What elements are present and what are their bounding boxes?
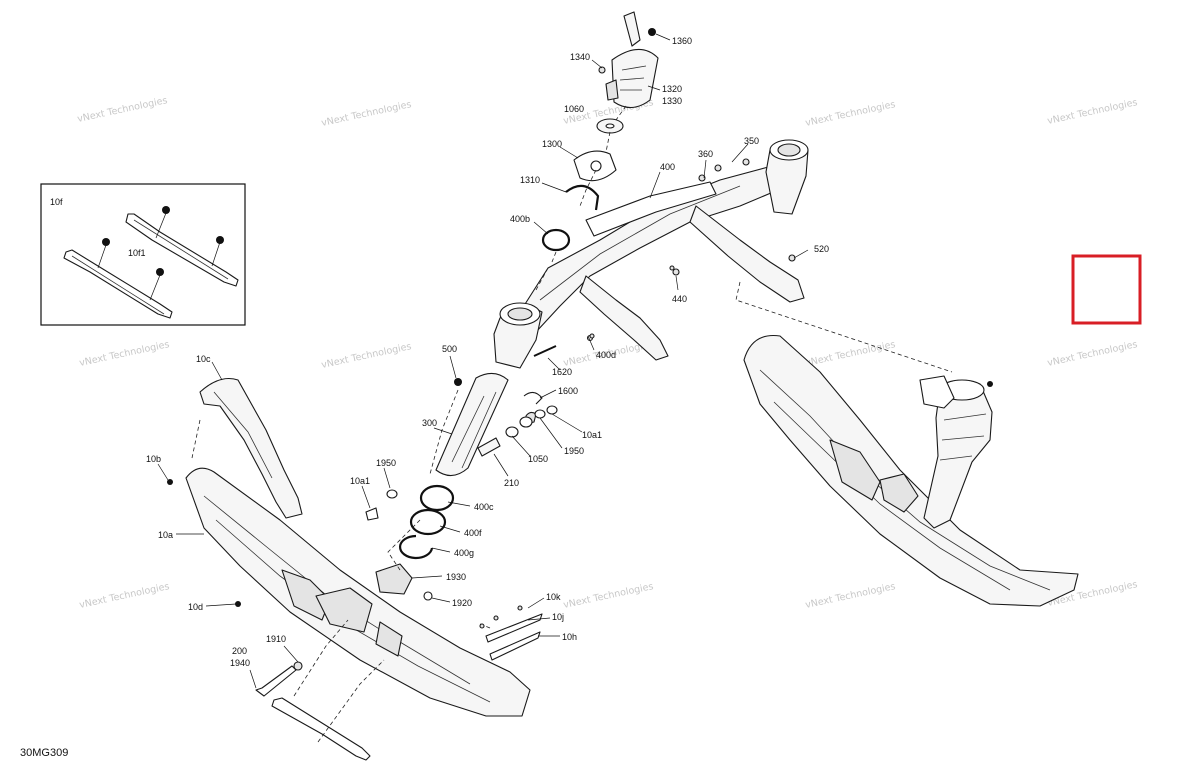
bolt-icon [167, 479, 173, 485]
callout-1330: 1330 [662, 96, 682, 106]
watermark: vNext Technologies [562, 581, 654, 611]
nut-icon [648, 28, 656, 36]
callout-10k: 10k [546, 592, 561, 602]
clamp-ring [565, 184, 600, 211]
callout-10h: 10h [562, 632, 577, 642]
inset-runner-detail: 10f 10f1 [40, 183, 246, 326]
callout-1950-right: 1950 [564, 446, 584, 456]
watermark: vNext Technologies [1046, 339, 1138, 369]
callout-1910: 1910 [266, 634, 286, 644]
callout-300: 300 [422, 418, 437, 428]
callout-10a: 10a [158, 530, 173, 540]
nut-icon [216, 236, 224, 244]
watermark: vNext Technologies [804, 99, 896, 129]
watermark: vNext Technologies [78, 581, 170, 611]
spindle-tube [435, 372, 509, 477]
watermark: vNext Technologies [1046, 97, 1138, 127]
bolt-1910-200 [255, 665, 297, 697]
watermark: vNext Technologies [320, 99, 412, 129]
callout-10a1-top: 10a1 [582, 430, 602, 440]
callout-1600: 1600 [558, 386, 578, 396]
callout-1360: 1360 [672, 36, 692, 46]
front-frame [493, 139, 809, 369]
left-ski [167, 377, 543, 761]
nut-icon [987, 381, 993, 387]
right-ski [743, 334, 1079, 607]
left-ski-runner [271, 697, 371, 761]
callout-350: 350 [744, 136, 759, 146]
right-ski-body [743, 334, 1079, 607]
callout-1300: 1300 [542, 139, 562, 149]
bolt-icon [235, 601, 241, 607]
ring-400c [419, 484, 455, 512]
callout-1620: 1620 [552, 367, 572, 377]
o-ring-400b [541, 228, 571, 252]
callout-1940: 1940 [230, 658, 250, 668]
highlight-box[interactable] [1071, 254, 1142, 325]
callout-500: 500 [442, 344, 457, 354]
nut-icon [102, 238, 110, 246]
inset-runner-lower [63, 249, 173, 319]
callout-1060: 1060 [564, 104, 584, 114]
callout-360: 360 [698, 149, 713, 159]
watermark: vNext Technologies [804, 581, 896, 611]
assembly-dashed-lines [191, 105, 953, 743]
callout-400d: 400d [596, 350, 616, 360]
callout-1310: 1310 [520, 175, 540, 185]
watermark: vNext Technologies [320, 341, 412, 371]
bushing [505, 426, 519, 438]
callout-440: 440 [672, 294, 687, 304]
frame-side-arm [689, 205, 805, 303]
callout-200: 200 [232, 646, 247, 656]
callout-520: 520 [814, 244, 829, 254]
callout-210: 210 [504, 478, 519, 488]
callout-leaders [157, 33, 809, 689]
callout-10c: 10c [196, 354, 211, 364]
callout-1920: 1920 [452, 598, 472, 608]
right-shock-bracket [919, 375, 955, 409]
callout-10d: 10d [188, 602, 203, 612]
callout-400: 400 [660, 162, 675, 172]
watermark: vNext Technologies [804, 339, 896, 369]
ring-400f [409, 508, 447, 536]
callout-400g: 400g [454, 548, 474, 558]
callout-400b: 400b [510, 214, 530, 224]
nut-icon [156, 268, 164, 276]
steering-column-top [565, 11, 659, 211]
callout-1320: 1320 [662, 84, 682, 94]
frame-lower-arm [579, 275, 669, 361]
callout-400c: 400c [474, 502, 494, 512]
callout-10b: 10b [146, 454, 161, 464]
callout-1950-left: 1950 [376, 458, 396, 468]
callout-1930: 1930 [446, 572, 466, 582]
nut-icon [454, 378, 462, 386]
nut-icon [162, 206, 170, 214]
frame-bracket [585, 181, 717, 237]
watermark: vNext Technologies [78, 339, 170, 369]
left-ski-spindle-arm [199, 377, 303, 519]
spindle-assembly-center [365, 345, 558, 601]
left-ski-body [185, 467, 531, 717]
callout-10f1: 10f1 [128, 248, 146, 258]
runner-clips [485, 613, 543, 643]
ring-400g [398, 534, 434, 560]
callout-400f: 400f [464, 528, 482, 538]
watermark: vNext Technologies [76, 95, 168, 125]
callout-1050: 1050 [528, 454, 548, 464]
drawing-reference: 30MG309 [20, 747, 68, 759]
callout-10j: 10j [552, 612, 564, 622]
callout-1340: 1340 [570, 52, 590, 62]
spacer-1930 [375, 563, 413, 595]
callout-labels: 1360 1340 1320 1330 1060 1300 1310 400 3… [146, 36, 829, 668]
shaft-210 [477, 437, 501, 457]
callout-10a1: 10a1 [350, 476, 370, 486]
inset-label: 10f [50, 197, 63, 207]
